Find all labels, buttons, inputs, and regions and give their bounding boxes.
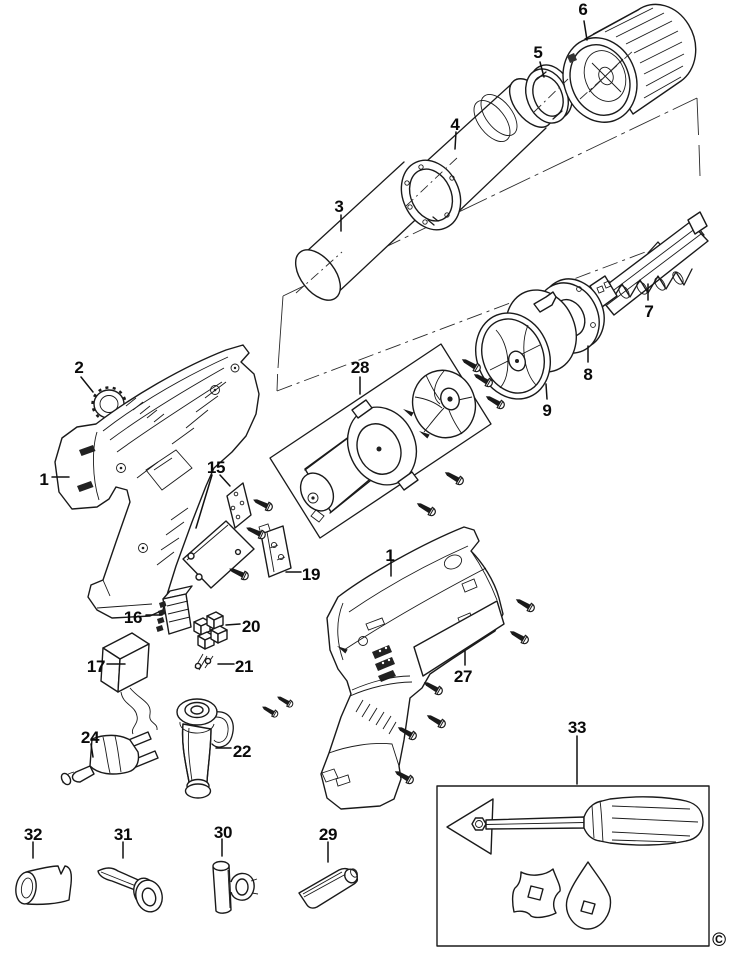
part-label-33: 33: [567, 718, 587, 737]
part-32-angled-nozzle: [15, 865, 73, 906]
part-label-24: 24: [80, 728, 100, 747]
part-24-power-plug: [60, 731, 159, 786]
part-label-7: 7: [644, 302, 654, 321]
part-label-15: 15: [206, 458, 226, 477]
part-7-heating-element: [589, 211, 709, 316]
part-label-3: 3: [334, 197, 344, 216]
part-label-31: 31: [113, 825, 133, 844]
part-20-connector-block: [193, 611, 228, 650]
part-label-29: 29: [318, 825, 338, 844]
part-label-9: 9: [542, 401, 552, 420]
part-label-28: 28: [350, 358, 370, 377]
part-label-2: 2: [74, 358, 84, 377]
part-label-21: 21: [234, 657, 254, 676]
part-27-nameplate: [413, 600, 505, 677]
part-1-housing-left-half: [54, 344, 260, 619]
part-22-cord-guard: [176, 698, 234, 799]
part-30-spoon-nozzle: [212, 860, 259, 914]
part-3-outer-barrel: [294, 161, 429, 301]
part-19-bracket: [258, 523, 292, 578]
part-label-4: 4: [450, 115, 460, 134]
part-6-nose-cap: [562, 3, 697, 123]
part-label-27: 27: [453, 667, 473, 686]
part-1-housing-assembled: [320, 526, 504, 810]
part-label-17: 17: [86, 657, 106, 676]
part-28-motor-assembly: [269, 343, 492, 539]
part-label-6: 6: [578, 0, 588, 19]
part-15-baffle-plates: [182, 482, 255, 589]
part-label-1-right: 1: [385, 546, 395, 565]
part-label-30: 30: [213, 823, 233, 842]
part-label-19: 19: [301, 565, 321, 584]
part-33-scraper-kit: [436, 785, 710, 947]
leader-lines: [32, 20, 649, 863]
copyright-symbol: ©: [712, 930, 726, 951]
part-16-switch-block: [156, 585, 193, 635]
part-31-cone-nozzle: [97, 867, 163, 913]
part-label-32: 32: [23, 825, 43, 844]
part-label-22: 22: [232, 742, 252, 761]
part-label-20: 20: [241, 617, 261, 636]
part-label-1-left: 1: [39, 470, 49, 489]
part-label-16: 16: [123, 608, 143, 627]
part-label-8: 8: [583, 365, 593, 384]
part-21-cable-clamp: [194, 653, 214, 671]
part-9-fan-housing: [475, 289, 577, 400]
part-29-fishtail-nozzle: [298, 867, 359, 909]
part-label-5: 5: [533, 43, 543, 62]
part-17-capacitor-box: [100, 632, 158, 735]
axis-center-lines: [295, 49, 635, 294]
